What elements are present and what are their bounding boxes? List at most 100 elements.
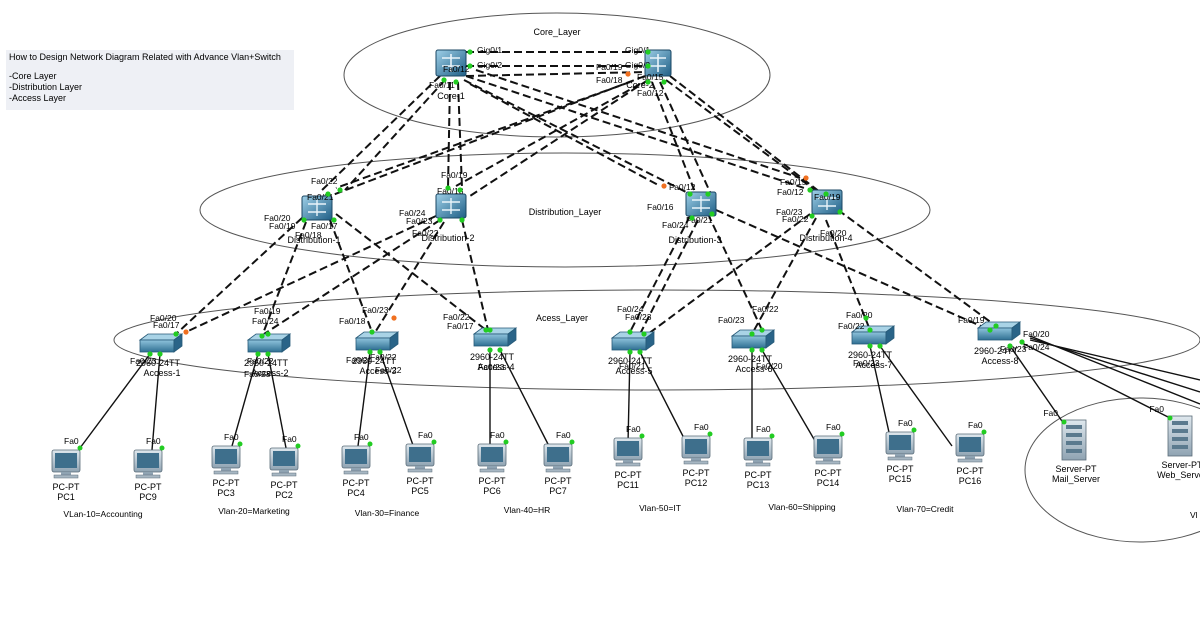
distribution-switch-d2[interactable]: Distribution-2 xyxy=(421,193,475,243)
access-downlink-port-label: Fa0/21 xyxy=(619,361,646,371)
pc-type-label: PC-PT xyxy=(479,476,507,486)
vlan-label-30: Vlan-30=Finance xyxy=(355,508,420,518)
pc-type-label: PC-PT xyxy=(271,480,299,490)
vlan-label-20: Vlan-20=Marketing xyxy=(218,506,290,516)
distribution-switch-d1[interactable]: Distribution-1 xyxy=(287,195,341,245)
server-name-label: Mail_Server xyxy=(1052,474,1100,484)
core2-label: Core-2 xyxy=(626,80,654,90)
pc-name-label: PC3 xyxy=(217,488,235,498)
pc-name-label: PC16 xyxy=(959,476,982,486)
server-type-label: Server-PT xyxy=(1055,464,1097,474)
access-name-label: Access-2 xyxy=(251,368,288,378)
distribution-layer-ellipse xyxy=(199,152,931,268)
server-vlan-ellipse xyxy=(1024,397,1200,543)
pc-port-label: Fa0 xyxy=(490,430,505,440)
access-model-label: 2960-24TT xyxy=(244,358,289,368)
note-layer-access: -Access Layer xyxy=(9,93,67,103)
access-host-links xyxy=(79,335,1200,451)
pc-type-label: PC-PT xyxy=(615,470,643,480)
pc-type-label: PC-PT xyxy=(407,476,435,486)
pc-port-label: Fa0 xyxy=(626,424,641,434)
access-downlink-port-label: Fa0/24 xyxy=(346,355,373,365)
access-uplink-port-label: Fa0/23 xyxy=(362,305,389,315)
pc-type-label: PC-PT xyxy=(135,482,163,492)
note-title: How to Design Network Diagram Related wi… xyxy=(9,52,281,62)
pc-name-label: PC14 xyxy=(817,478,840,488)
distribution-port-label: Fa0/23 xyxy=(406,216,433,226)
distribution-switch-d3[interactable]: Distribution-3 xyxy=(668,191,722,245)
d3-label: Distribution-3 xyxy=(668,235,721,245)
distribution-port-label: Fa0/20 xyxy=(820,228,847,238)
access-uplink-port-label: Fa0/19 xyxy=(254,306,281,316)
access-model-label: 2960-24TT xyxy=(608,356,653,366)
distribution-port-label: Fa0/18 xyxy=(295,230,322,240)
pc-type-label: PC-PT xyxy=(745,470,773,480)
distribution-port-label: Fa0/21 xyxy=(307,192,334,202)
server-port-label: Fa0 xyxy=(1149,404,1164,414)
access-model-label: 2960-24TT xyxy=(352,356,397,366)
pc-name-label: PC6 xyxy=(483,486,501,496)
description-note: How to Design Network Diagram Related wi… xyxy=(6,50,294,110)
access-uplink-port-label: Fa0/20 xyxy=(846,310,873,320)
access-uplink-port-label: Fa0/23 xyxy=(718,315,745,325)
distribution-port-label: Fa0/19 xyxy=(441,170,468,180)
access-uplink-port-label: Fa0/20 xyxy=(150,313,177,323)
core1-label: Core-1 xyxy=(437,91,465,101)
access-name-label: Access-5 xyxy=(615,366,652,376)
access-uplink-port-label: Fa0/17 xyxy=(153,320,180,330)
core-distribution-links xyxy=(319,69,826,197)
core-interlinks xyxy=(465,51,646,77)
server-type-label: Server-PT xyxy=(1161,460,1200,470)
distribution-port-label: Fa0/22 xyxy=(782,214,809,224)
access-uplink-port-label: Fa0/22 xyxy=(443,312,470,322)
note-layer-core: -Core Layer xyxy=(9,71,57,81)
vlan-label-70: Vlan-70=Credit xyxy=(897,504,955,514)
pc-name-label: PC2 xyxy=(275,490,293,500)
distribution-port-label: Fa0/12 xyxy=(777,187,804,197)
access-uplink-port-label: Fa0/23 xyxy=(625,312,652,322)
core-switch-core2[interactable]: Core-2 xyxy=(626,49,672,90)
access-model-label: 2960-24TT xyxy=(136,358,181,368)
distribution-switch-d4[interactable]: Distribution-4 xyxy=(799,189,853,243)
d2-label: Distribution-2 xyxy=(421,233,474,243)
access-name-label: Access-8 xyxy=(981,356,1018,366)
pc-name-label: PC12 xyxy=(685,478,708,488)
distribution-port-label: Fa0/19 xyxy=(269,221,296,231)
distribution-port-label: Fa0/21 xyxy=(686,215,713,225)
distribution-port-label: Fa0/23 xyxy=(776,207,803,217)
access-downlink-port-label: Fa0/20 xyxy=(756,361,783,371)
access-model-label: 2960-24TT xyxy=(974,346,1019,356)
access-downlink-port-label: Fa0/22 xyxy=(375,365,402,375)
pc-name-label: PC9 xyxy=(139,492,157,502)
hosts: PC-PTPC1Fa0PC-PTPC9Fa0PC-PTPC3Fa0PC-PTPC… xyxy=(51,404,1200,502)
access-uplink-port-label: Fa0/19 xyxy=(958,315,985,325)
distribution-port-label: Fa0/22 xyxy=(412,228,439,238)
core-switch-core1[interactable]: Core-1 xyxy=(435,49,467,101)
vlan-labels: VLan-10=Accounting Vlan-20=Marketing Vla… xyxy=(63,502,1197,520)
access-uplink-port-label: Fa0/17 xyxy=(447,321,474,331)
